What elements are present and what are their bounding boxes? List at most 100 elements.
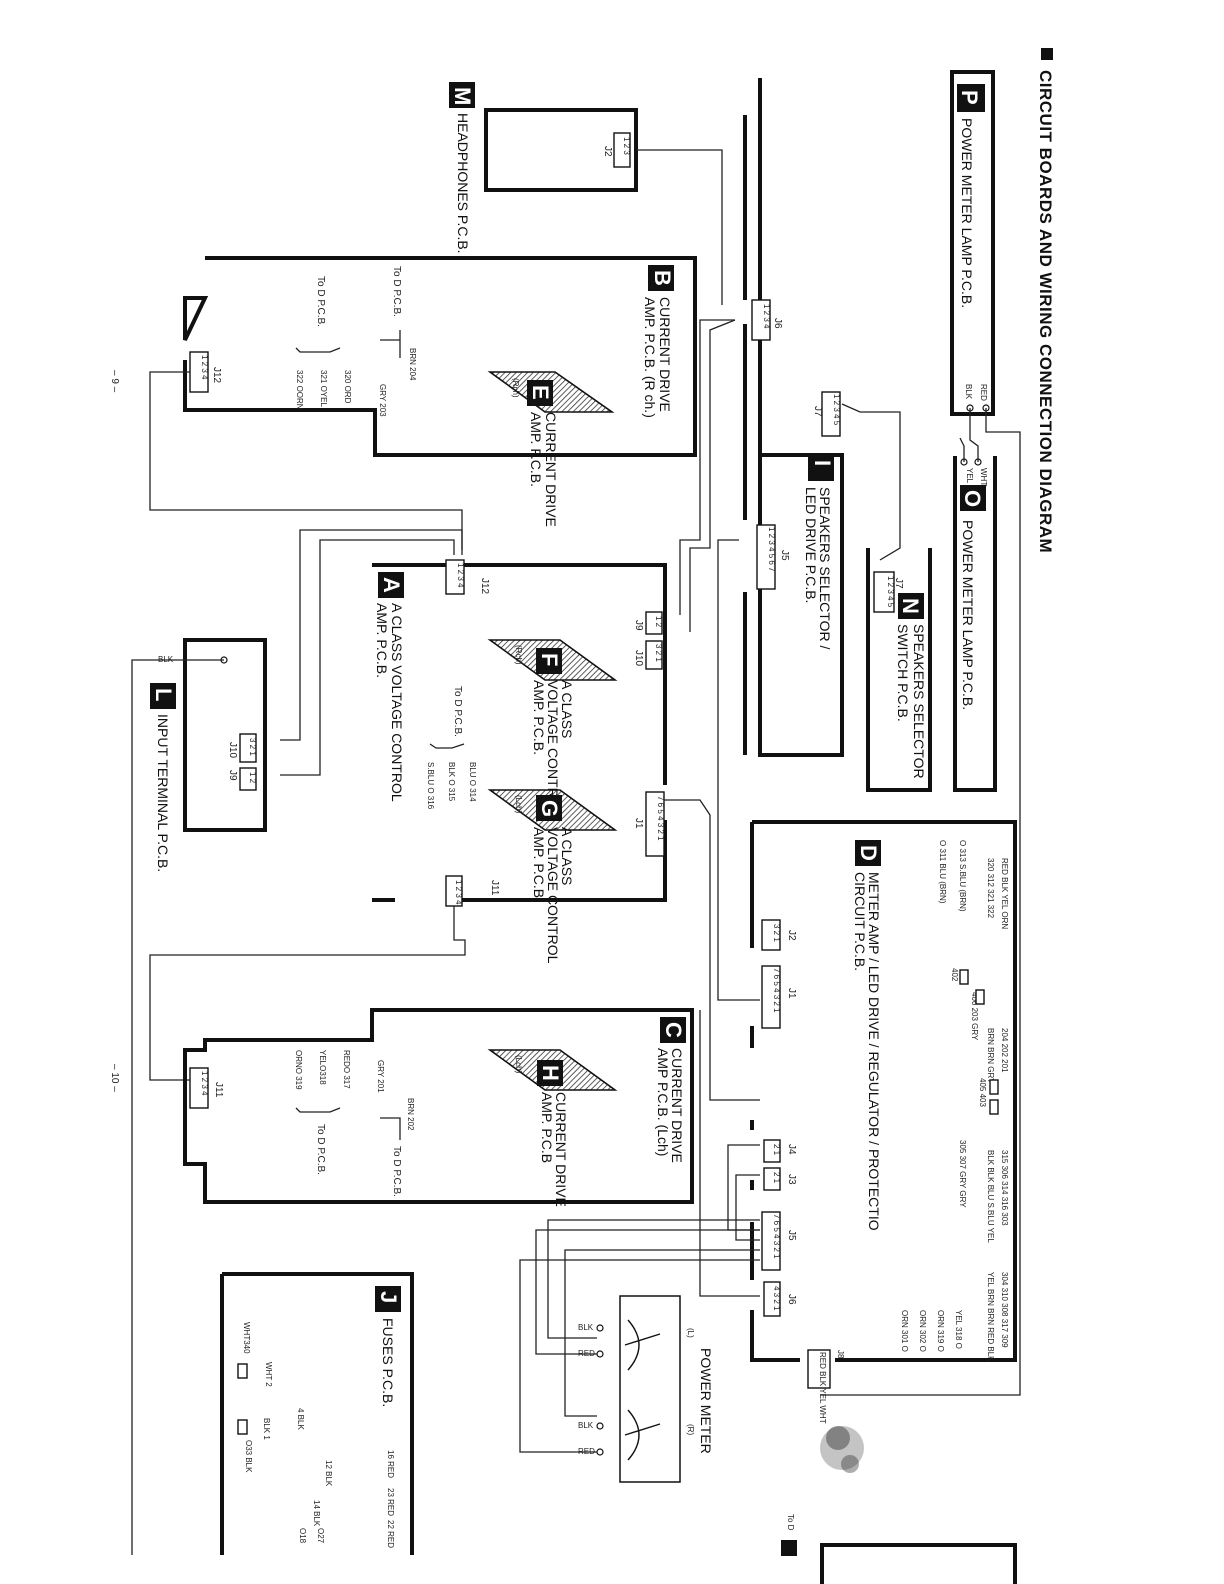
connector-j9-l — [239, 767, 257, 791]
board-letter-g — [536, 795, 562, 821]
svg-text:SPEAKERS SELECTOR /: SPEAKERS SELECTOR / — [817, 487, 833, 649]
svg-text:J7: J7 — [893, 578, 904, 589]
svg-text:321 OYEL: 321 OYEL — [319, 370, 328, 407]
svg-text:CURRENT DRIVE: CURRENT DRIVE — [657, 297, 673, 412]
svg-text:AMP. P.C.B. (R ch.): AMP. P.C.B. (R ch.) — [642, 297, 658, 418]
svg-text:FUSES P.C.B.: FUSES P.C.B. — [380, 1318, 396, 1407]
svg-text:O33 BLK: O33 BLK — [244, 1440, 253, 1473]
svg-text:3 2 1: 3 2 1 — [248, 738, 257, 756]
board-i: I SPEAKERS SELECTOR / LED DRIVE P.C.B. 1… — [743, 78, 844, 757]
board-letter-d — [855, 840, 881, 866]
svg-text:2 1: 2 1 — [772, 1172, 781, 1184]
svg-text:POWER METER LAMP P.C.B.: POWER METER LAMP P.C.B. — [960, 520, 976, 710]
connector-j3-d — [763, 1167, 781, 1191]
svg-text:WHT: WHT — [979, 468, 988, 486]
svg-text:C: C — [661, 1022, 686, 1038]
board-l: L INPUT TERMINAL P.C.B. 3 2 1 J10 1 2 J9… — [131, 638, 267, 1555]
to-d-marker: To D — [781, 1514, 797, 1556]
svg-text:I: I — [810, 460, 835, 466]
diagram-title: CIRCUIT BOARDS AND WIRING CONNECTION DIA… — [1036, 48, 1055, 553]
svg-text:AMP P.C.B. (Lch): AMP P.C.B. (Lch) — [655, 1048, 671, 1156]
connector-j2-m — [613, 132, 631, 168]
svg-text:D: D — [856, 845, 881, 861]
svg-text:1 2 3 4: 1 2 3 4 — [200, 1071, 209, 1096]
power-meter: POWER METER (L) (R) BLK RED BLK RED — [578, 1295, 714, 1483]
svg-text:22 RED: 22 RED — [386, 1520, 395, 1548]
svg-text:7 6 5 4 3 2 1: 7 6 5 4 3 2 1 — [772, 968, 781, 1013]
board-m: M HEADPHONES P.C.B. 1 2 3 J2 — [449, 82, 638, 254]
connector-j7-i — [821, 391, 841, 437]
board-letter-a — [378, 572, 404, 598]
svg-text:YEL BRN BRN RED BLK: YEL BRN BRN RED BLK — [986, 1272, 995, 1362]
svg-text:E: E — [528, 385, 553, 400]
connector-j1-d — [761, 965, 781, 1029]
svg-text:J3: J3 — [786, 1174, 797, 1185]
svg-text:J5: J5 — [786, 1230, 797, 1241]
svg-text:SWITCH P.C.B.: SWITCH P.C.B. — [895, 624, 911, 722]
svg-text:(Rch): (Rch) — [511, 378, 520, 398]
svg-text:H: H — [538, 1065, 563, 1081]
svg-text:G: G — [537, 800, 562, 817]
svg-text:320 ORD: 320 ORD — [343, 370, 352, 404]
board-letter-l — [150, 683, 176, 709]
svg-text:J4: J4 — [786, 1144, 797, 1155]
connector-j10-l — [239, 733, 257, 763]
svg-text:ORNO 319: ORNO 319 — [294, 1050, 303, 1090]
connector-j5-d — [761, 1211, 781, 1271]
svg-text:J: J — [376, 1291, 401, 1303]
board-a: A A CLASS VOLTAGE CONTROL AMP. P.C.B. 1 … — [372, 559, 667, 964]
board-letter-h — [537, 1060, 563, 1086]
svg-text:J12: J12 — [211, 367, 222, 384]
svg-text:HEADPHONES P.C.B.: HEADPHONES P.C.B. — [455, 113, 471, 254]
svg-text:To D P.C.B.: To D P.C.B. — [452, 686, 463, 737]
svg-text:J10: J10 — [227, 742, 238, 759]
svg-text:N: N — [898, 598, 923, 614]
svg-text:BLK: BLK — [964, 384, 973, 400]
svg-text:1 2: 1 2 — [248, 772, 257, 784]
svg-text:ORN 302 O: ORN 302 O — [918, 1310, 927, 1352]
svg-text:305 307 GRY GRY: 305 307 GRY GRY — [958, 1140, 967, 1208]
svg-text:BLK: BLK — [578, 1421, 594, 1430]
connector-j6-d — [763, 1281, 781, 1317]
svg-text:BLK: BLK — [578, 1323, 594, 1332]
svg-text:1 2 3: 1 2 3 — [622, 137, 631, 155]
svg-text:VOLTAGE CONTROL: VOLTAGE CONTROL — [545, 827, 561, 964]
svg-text:YELO318: YELO318 — [318, 1050, 327, 1085]
svg-text:CURRENT DRIVE: CURRENT DRIVE — [543, 412, 559, 527]
svg-text:BRN 202: BRN 202 — [406, 1098, 415, 1131]
svg-text:1 2 3 4: 1 2 3 4 — [200, 355, 209, 380]
svg-text:16 RED: 16 RED — [386, 1450, 395, 1478]
svg-text:1 2 3 4 5: 1 2 3 4 5 — [886, 576, 895, 608]
svg-text:(L): (L) — [686, 1328, 695, 1338]
connector-j2-d — [761, 919, 781, 951]
svg-text:O 313 S.BLU (BRN): O 313 S.BLU (BRN) — [958, 840, 967, 912]
svg-text:14 BLK: 14 BLK — [312, 1500, 321, 1527]
svg-text:1 2 3 4 5: 1 2 3 4 5 — [832, 394, 841, 426]
connector-j11-c — [189, 1067, 209, 1109]
svg-text:S.BLU O 316: S.BLU O 316 — [426, 762, 435, 810]
svg-text:J9: J9 — [227, 770, 238, 781]
svg-text:320 312 321 322: 320 312 321 322 — [986, 858, 995, 919]
connector-j8-d — [807, 1349, 831, 1389]
svg-text:BRN 204: BRN 204 — [408, 348, 417, 381]
svg-text:CURRENT DRIVE: CURRENT DRIVE — [553, 1092, 569, 1207]
connector-j10-a — [645, 640, 663, 670]
svg-text:J2: J2 — [602, 146, 613, 157]
svg-text:406 203 GRY: 406 203 GRY — [970, 992, 979, 1041]
svg-text:AMP. P.C.B.: AMP. P.C.B. — [531, 827, 547, 902]
board-letter-n — [898, 593, 924, 619]
board-letter-j — [375, 1286, 401, 1312]
svg-text:BRN BRN GRY: BRN BRN GRY — [986, 1028, 995, 1084]
svg-text:1 2: 1 2 — [654, 616, 663, 628]
svg-text:O18: O18 — [298, 1528, 307, 1544]
svg-text:J6: J6 — [772, 318, 783, 329]
board-letter-p — [957, 84, 985, 112]
connector-j12-a — [445, 559, 465, 595]
board-letter-b — [648, 265, 674, 291]
board-c: C CURRENT DRIVE AMP P.C.B. (Lch) H (Lch)… — [183, 1008, 694, 1207]
svg-text:WHT 2: WHT 2 — [264, 1362, 273, 1387]
svg-text:J2: J2 — [786, 930, 797, 941]
svg-text:L: L — [151, 688, 176, 701]
svg-text:POWER METER LAMP P.C.B.: POWER METER LAMP P.C.B. — [959, 118, 975, 308]
